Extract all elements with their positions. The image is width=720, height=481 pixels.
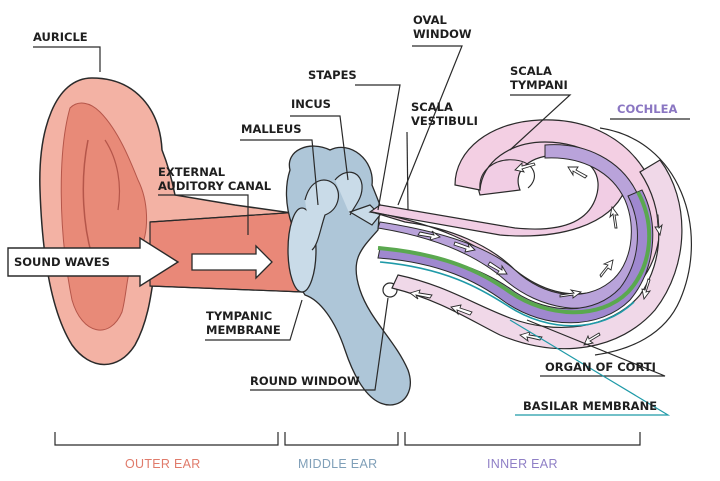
label-organ-of-corti: ORGAN OF CORTI [545,360,656,374]
sound-wave-arrows [7,236,273,288]
leader-lines [33,45,690,416]
external-auditory-canal [149,211,305,293]
basilar-membrane-line [379,261,635,327]
label-round-window: ROUND WINDOW [250,374,360,388]
label-scala-tympani-line2: TYMPANI [510,78,568,92]
label-external-canal-line1: EXTERNAL [158,165,226,179]
cochlea-bracket [594,127,693,356]
label-auricle: AURICLE [33,30,88,44]
section-outer-ear: OUTER EAR [125,457,201,471]
label-tympanic-line2: MEMBRANE [206,323,281,337]
label-cochlea: COCHLEA [617,102,677,116]
section-brackets [54,432,641,446]
section-middle-ear: MIDDLE EAR [298,457,377,471]
fluid-flow-arrows [409,161,663,346]
label-sound-waves: SOUND WAVES [14,255,110,269]
label-scala-vestibuli-line2: VESTIBULI [411,114,478,128]
sound-wave-arrow-small [191,244,273,280]
label-basilar-membrane: BASILAR MEMBRANE [523,399,657,413]
label-stapes: STAPES [308,68,357,82]
label-incus: INCUS [291,97,331,111]
label-external-canal-line2: AUDITORY CANAL [158,179,272,193]
label-tympanic-line1: TYMPANIC [206,309,272,323]
section-inner-ear: INNER EAR [487,457,558,471]
cochlea-shape [368,119,683,350]
label-malleus: MALLEUS [241,122,301,136]
sound-wave-arrow-large [7,236,180,288]
incus-bone [334,171,363,216]
organ-of-corti-line [377,191,652,315]
label-scala-vestibuli-line1: SCALA [411,100,453,114]
middle-ear-shape [285,145,411,406]
label-oval-window-line1: OVAL [413,13,447,27]
label-scala-tympani-line1: SCALA [510,64,552,78]
malleus-bone [304,179,339,251]
tympanic-membrane [287,207,317,293]
label-oval-window-line2: WINDOW [413,27,472,41]
